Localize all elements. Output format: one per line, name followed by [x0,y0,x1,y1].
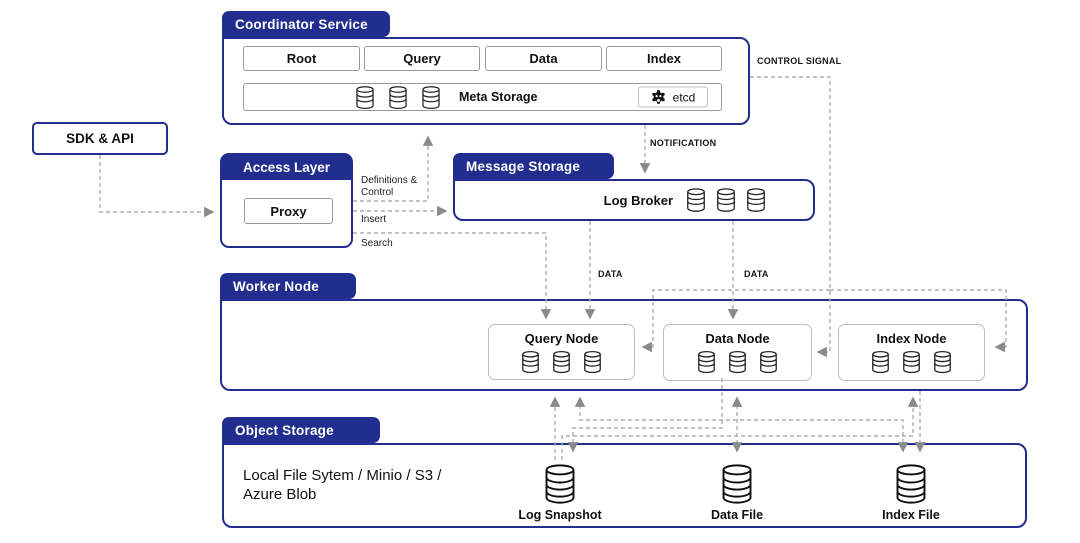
index-node-databases [839,350,984,374]
database-icon [896,464,926,504]
data-file-store: Data File [677,462,797,522]
database-icon [422,85,440,109]
search-label: Search [361,238,393,249]
coordinator-index-box: Index [606,46,722,71]
sdk-api-box: SDK & API [32,122,168,155]
data-label-query: DATA [598,269,623,279]
database-icon [522,350,539,374]
index-file-store: Index File [851,462,971,522]
control-signal-label: CONTROL SIGNAL [757,56,842,66]
log-snapshot-store: Log Snapshot [500,462,620,522]
object-storage-backends: Local File Sytem / Minio / S3 / Azure Bl… [243,467,442,504]
database-icon [356,85,374,109]
object-storage-tab: Object Storage [222,417,380,443]
meta-storage-label: Meta Storage [459,90,538,104]
database-icon [872,350,889,374]
database-icon [903,350,920,374]
index-node-box: Index Node [838,324,985,381]
database-icon [717,188,735,212]
index-node-label: Index Node [876,331,947,346]
database-icon [760,350,777,374]
proxy-label: Proxy [270,203,307,219]
database-icon [729,350,746,374]
sdk-api-label: SDK & API [66,131,134,146]
definitions-control-label: Definitions & Control [361,175,418,198]
data-node-box: Data Node [663,324,812,381]
database-icon [389,85,407,109]
query-node-box: Query Node [488,324,635,380]
coordinator-query-label: Query [403,51,441,66]
data-node-databases [664,350,811,374]
log-broker-label: Log Broker [603,192,673,208]
data-node-label: Data Node [705,331,770,346]
query-node-databases [489,350,634,374]
insert-label: Insert [361,214,387,225]
etcd-badge: etcd [638,86,708,108]
coordinator-service-tab: Coordinator Service [222,11,390,37]
worker-node-tab: Worker Node [220,273,356,299]
database-icon [545,464,575,504]
etcd-gear-icon [651,90,665,104]
log-snapshot-label: Log Snapshot [518,508,602,522]
database-icon [553,350,570,374]
data-file-label: Data File [710,508,764,522]
database-icon [747,188,765,212]
coordinator-data-box: Data [485,46,602,71]
database-icon [584,350,601,374]
access-layer-title: Access Layer [242,160,331,175]
log-broker-group: Log Broker [453,179,815,221]
meta-storage-box: Meta Storage etcd [243,83,722,111]
coordinator-root-box: Root [243,46,360,71]
index-file-label: Index File [882,508,940,522]
message-storage-tab: Message Storage [453,153,614,179]
coordinator-service-title: Coordinator Service [235,16,368,32]
worker-node-title: Worker Node [233,278,319,294]
coordinator-root-label: Root [286,51,317,66]
query-node-label: Query Node [524,331,599,346]
object-storage-title: Object Storage [235,422,334,438]
etcd-label: etcd [672,90,696,104]
coordinator-query-box: Query [364,46,480,71]
meta-storage-databases [354,85,442,110]
message-storage-title: Message Storage [466,158,581,174]
database-icon [722,464,752,504]
notification-label: NOTIFICATION [650,138,717,148]
proxy-box: Proxy [244,198,333,224]
coordinator-index-label: Index [647,51,681,66]
coordinator-data-label: Data [529,51,558,66]
access-layer-header: Access Layer [222,155,351,180]
database-icon [698,350,715,374]
data-label-data: DATA [744,269,769,279]
database-icon [687,188,705,212]
database-icon [934,350,951,374]
edge-sdk-to-proxy [99,155,215,218]
